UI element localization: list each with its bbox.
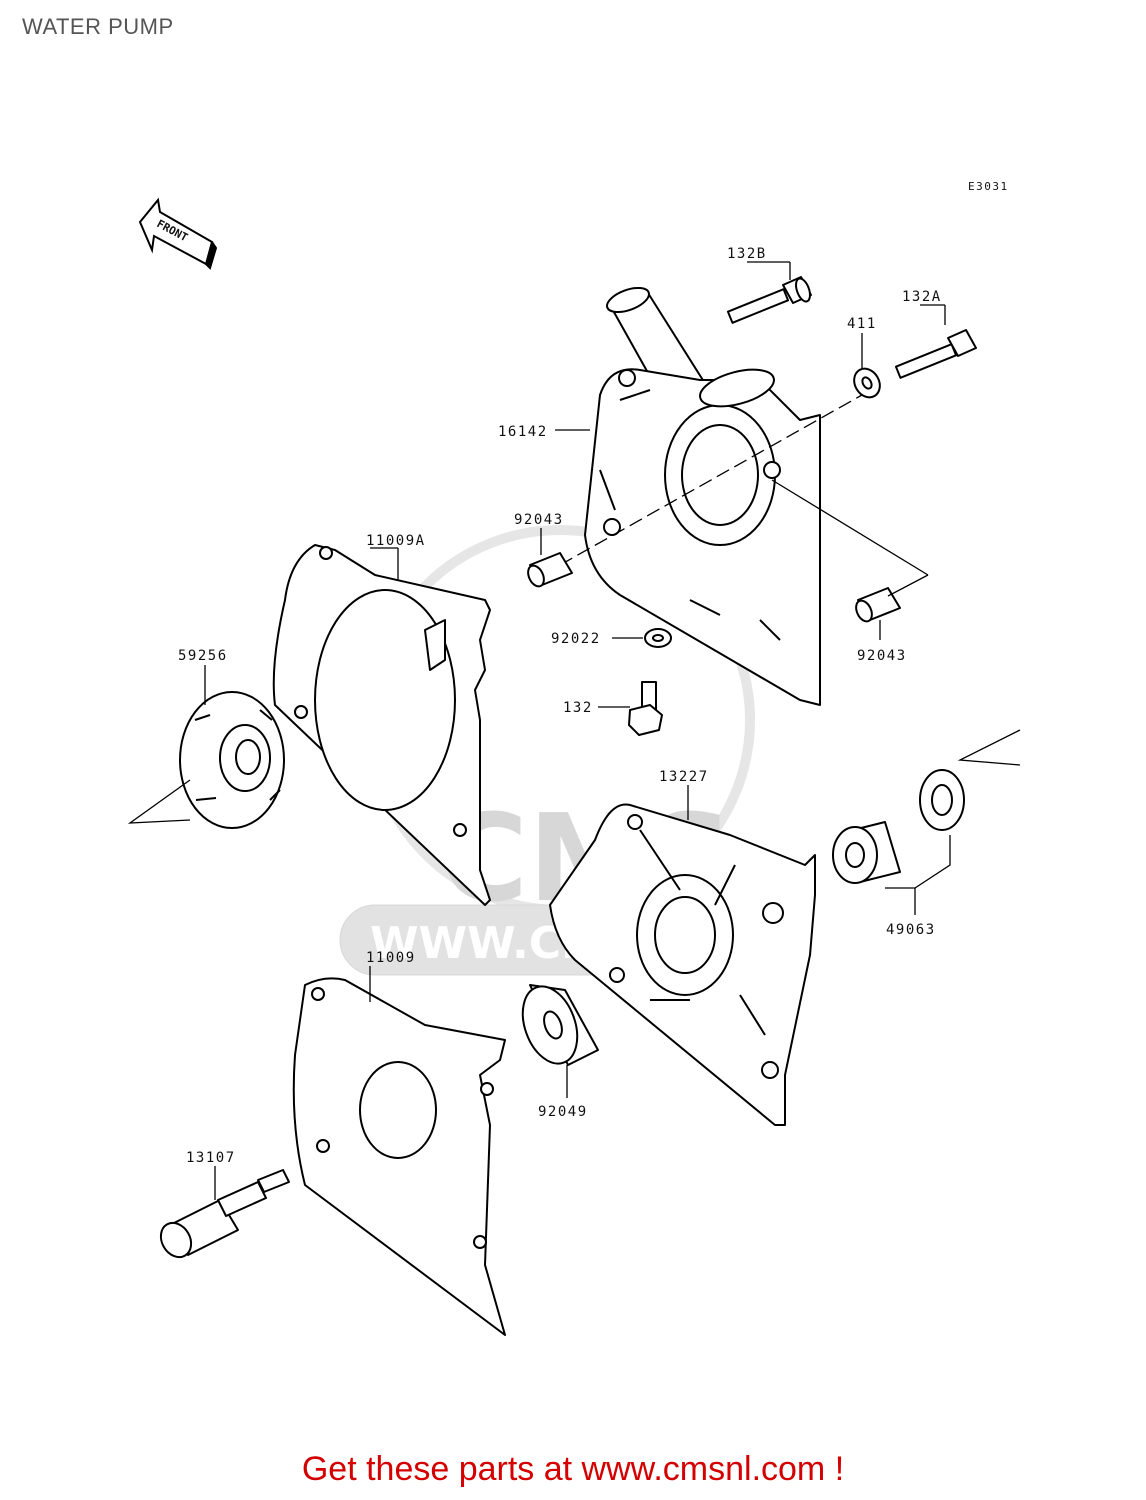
- label-13107: 13107: [186, 1150, 236, 1166]
- label-92022: 92022: [551, 631, 601, 647]
- dowel-92043-left: [527, 552, 573, 588]
- diagram-code: E3031: [968, 180, 1009, 193]
- label-16142: 16142: [498, 424, 548, 440]
- label-132a: 132A: [902, 289, 942, 305]
- seal-92049: [521, 984, 599, 1066]
- dowel-92043-right: [855, 587, 901, 623]
- page-title: WATER PUMP: [22, 14, 174, 39]
- bolt-132b: [726, 276, 812, 324]
- bolt-132: [628, 681, 663, 736]
- seal-49063: [832, 769, 965, 884]
- label-411: 411: [847, 316, 877, 332]
- gasket-11009a: [272, 544, 491, 906]
- washer-411: [853, 367, 881, 399]
- label-59256: 59256: [178, 648, 228, 664]
- label-92043-left: 92043: [514, 512, 564, 528]
- shaft-13107: [159, 1169, 290, 1259]
- label-11009a: 11009A: [366, 533, 426, 549]
- footer-promo-text: Get these parts at www.cmsnl.com !: [301, 1450, 845, 1488]
- label-11009: 11009: [366, 950, 416, 966]
- label-132: 132: [563, 700, 593, 716]
- bolt-132a: [894, 329, 977, 379]
- label-92049: 92049: [538, 1104, 588, 1120]
- label-49063: 49063: [886, 922, 936, 938]
- label-13227: 13227: [659, 769, 709, 785]
- gasket-11009: [292, 977, 506, 1336]
- impeller-59256: [179, 691, 285, 829]
- label-132b: 132B: [727, 246, 767, 262]
- front-arrow-icon: FRONT: [138, 197, 218, 270]
- pump-housing-16142: [584, 286, 821, 706]
- washer-92022: [644, 628, 672, 648]
- pump-cover-13227: [549, 803, 816, 1126]
- label-92043-right: 92043: [857, 648, 907, 664]
